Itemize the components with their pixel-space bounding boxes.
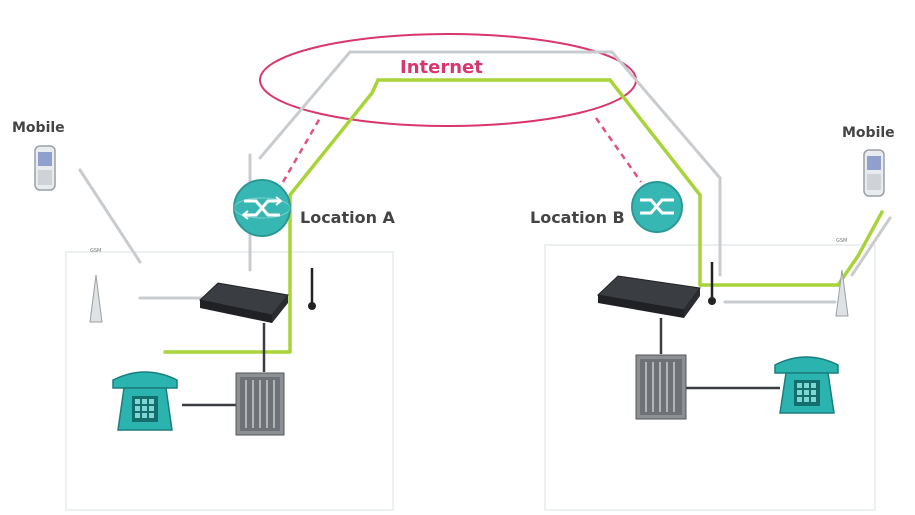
green-route-mobile-right <box>836 210 884 287</box>
gsm-left-label: GSM <box>90 248 101 254</box>
router-location-a-icon <box>233 179 291 237</box>
black-links <box>182 318 780 407</box>
gray-link-mobile-right <box>850 216 892 277</box>
router-location-b-icon <box>631 181 683 233</box>
gray-link-internet-top <box>258 50 722 180</box>
gray-links <box>78 50 892 304</box>
gsm-base-station-right-icon <box>835 269 849 317</box>
location-a-box <box>65 251 394 511</box>
mobile-left-label: Mobile <box>12 120 65 136</box>
pbx-location-a-icon <box>235 372 285 436</box>
gray-link-mobile-left <box>78 168 142 264</box>
dashed-link-b <box>594 117 643 183</box>
gsm-right-label: GSM <box>836 238 847 244</box>
dashed-links <box>281 117 643 183</box>
desk-phone-location-a-icon <box>112 371 178 431</box>
mobile-phone-left-icon <box>34 145 56 191</box>
location-b-box <box>544 244 876 511</box>
desk-phone-location-b-icon <box>774 356 839 414</box>
dect-router-a-icon <box>198 268 316 323</box>
mobile-right-label: Mobile <box>842 125 895 141</box>
mobile-phone-right-icon <box>863 149 885 197</box>
gsm-base-station-left-icon <box>89 274 103 323</box>
location-a-label: Location A <box>300 208 396 227</box>
green-route <box>163 78 884 354</box>
green-route-b <box>608 78 840 287</box>
dashed-link-a <box>281 117 322 183</box>
internet-label: Internet <box>400 57 483 78</box>
pbx-location-b-icon <box>635 354 687 420</box>
green-route-a <box>163 78 380 354</box>
location-b-label: Location B <box>530 208 625 227</box>
dect-router-b-icon <box>596 262 716 318</box>
